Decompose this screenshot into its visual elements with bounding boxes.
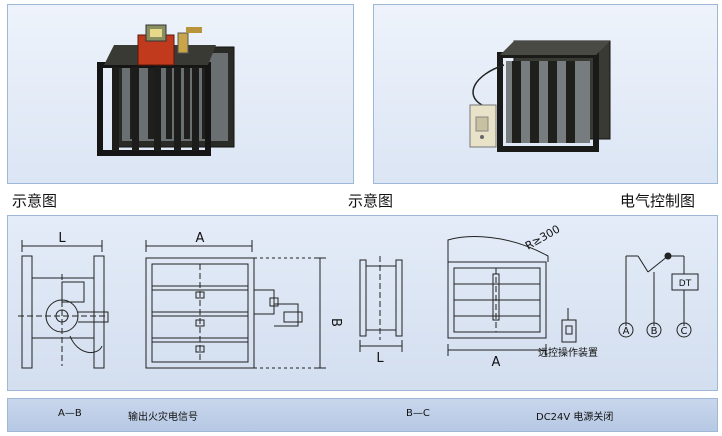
dim-l2-text: L: [376, 351, 384, 366]
technical-drawing-panel: L A B L A R≥300 远控操作装置 DT A B C: [7, 215, 718, 391]
dim-l-text: L: [58, 231, 66, 246]
caption-ab-description: 输出火灾电信号: [128, 412, 198, 423]
caption-bc-description: DC24V 电源关闭: [536, 412, 614, 423]
dim-a-text: A: [196, 231, 205, 246]
fire-damper-actuator-image: [97, 24, 235, 156]
caption-ab: A—B: [58, 408, 82, 419]
remote-device-text: 远控操作装置: [538, 346, 598, 359]
radius-text: R≥300: [523, 222, 562, 252]
terminal-a-text: A: [623, 326, 630, 337]
schematic-label-left: 示意图: [12, 192, 58, 210]
schematic-label-middle: 示意图: [348, 192, 394, 210]
technical-drawing: L A B L A R≥300 远控操作装置 DT A B C: [18, 222, 699, 370]
damper-photo-actuator: [7, 4, 354, 184]
damper-photo-remote: [373, 4, 718, 184]
terminal-c-text: C: [681, 326, 688, 337]
fire-damper-remote-image: [469, 40, 611, 152]
dt-text: DT: [679, 279, 692, 289]
caption-bar: A—B 输出火灾电信号 B—C DC24V 电源关闭: [7, 398, 718, 432]
electrical-control-label: 电气控制图: [620, 192, 696, 210]
dim-b-text: B: [328, 318, 343, 327]
dim-a2-text: A: [492, 355, 501, 370]
terminal-b-text: B: [651, 326, 658, 337]
caption-bc: B—C: [406, 408, 430, 419]
